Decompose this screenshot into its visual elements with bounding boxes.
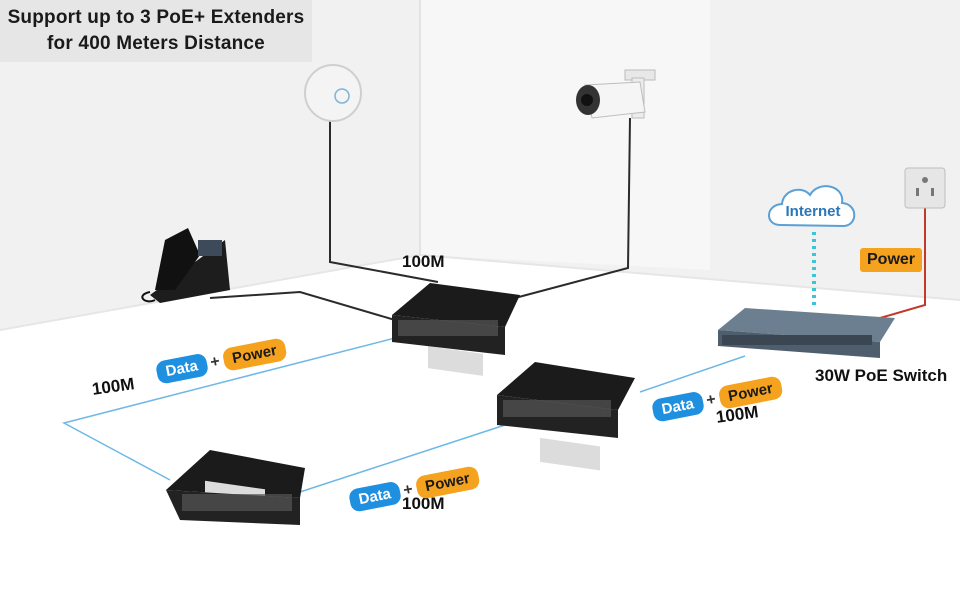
poe-extender-bottom <box>166 450 305 525</box>
title-line-1: Support up to 3 PoE+ Extenders <box>7 7 305 28</box>
plus-sign: + <box>704 390 718 409</box>
switch-label: 30W PoE Switch <box>815 366 948 385</box>
cable-access-point <box>329 120 439 283</box>
cable-bottom <box>299 424 506 493</box>
access-point-icon <box>304 64 362 122</box>
plus-sign: + <box>208 352 222 371</box>
power-cable <box>879 208 926 319</box>
poe-extender-middle <box>497 362 635 471</box>
poe-extender-top <box>392 283 520 376</box>
internet-label: Internet <box>785 203 841 220</box>
speed-label-bottom: 100M <box>402 494 445 513</box>
title-box: Support up to 3 PoE+ Extenders for 400 M… <box>0 0 312 62</box>
wall-outlet-icon <box>904 167 946 209</box>
title-line-2: for 400 Meters Distance <box>47 33 265 54</box>
plus-sign: + <box>401 480 415 499</box>
cable-phone <box>209 290 396 321</box>
room-right-wall <box>420 0 710 270</box>
cable-camera <box>514 117 631 299</box>
floor-edge-right <box>419 254 960 301</box>
speed-label-top: 100M <box>402 252 445 271</box>
poe-switch-icon <box>718 308 895 358</box>
cable-switch <box>639 355 746 393</box>
cable-left-loop <box>61 337 396 481</box>
ip-phone-icon <box>141 228 230 303</box>
outlet-power-label: Power <box>860 248 923 272</box>
internet-cloud-icon <box>768 185 856 228</box>
security-camera-icon <box>576 69 656 119</box>
